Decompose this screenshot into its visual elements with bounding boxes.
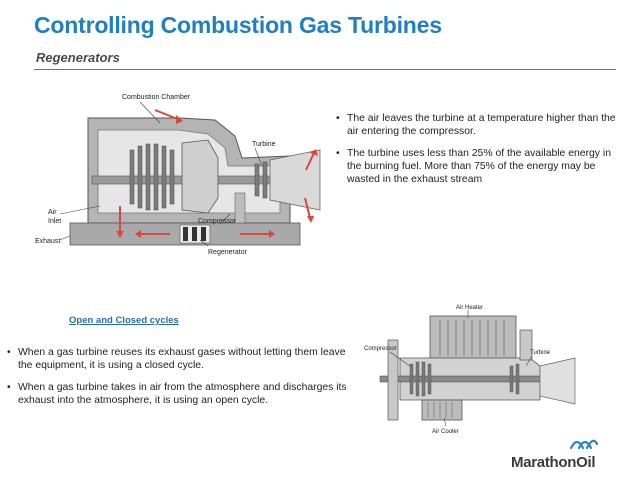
label-regenerator: Regenerator <box>208 249 248 256</box>
label-air-cooler: Air Cooler <box>432 429 459 435</box>
open-cycle-item: When a gas turbine takes in air from the… <box>6 381 351 407</box>
label-compressor-bottom: Compressor <box>364 346 397 352</box>
cycle-definitions-list: When a gas turbine reuses its exhaust ga… <box>6 346 351 416</box>
open-closed-cycles-link[interactable]: Open and Closed cycles <box>69 315 179 326</box>
label-turbine: Turbine <box>252 141 276 148</box>
label-exhaust: Exhaust <box>35 238 60 245</box>
label-inlet: Inlet <box>48 218 61 225</box>
slide-subtitle: Regenerators <box>36 50 120 65</box>
regenerator-turbine-diagram: Combustion Chamber Turbine Air Inlet Exh… <box>30 88 330 298</box>
marathon-oil-logo: MarathonOil <box>511 434 623 474</box>
wave-logo-icon <box>569 439 599 450</box>
label-turbine-bottom: Turbine <box>530 350 551 356</box>
fact-item: The turbine uses less than 25% of the av… <box>335 147 625 186</box>
closed-cycle-turbine-diagram: Air Heater Compressor Turbine Air Cooler <box>360 300 588 438</box>
fact-item: The air leaves the turbine at a temperat… <box>335 112 625 138</box>
regenerator-facts-list: The air leaves the turbine at a temperat… <box>335 112 625 195</box>
label-air-heater: Air Heater <box>456 305 483 311</box>
logo-wordmark: MarathonOil <box>511 454 596 471</box>
slide-title: Controlling Combustion Gas Turbines <box>34 12 442 38</box>
label-air: Air <box>48 209 57 216</box>
label-compressor: Compressor <box>198 218 237 225</box>
label-combustion-chamber: Combustion Chamber <box>122 94 191 101</box>
closed-cycle-item: When a gas turbine reuses its exhaust ga… <box>6 346 351 372</box>
title-divider <box>34 69 616 70</box>
